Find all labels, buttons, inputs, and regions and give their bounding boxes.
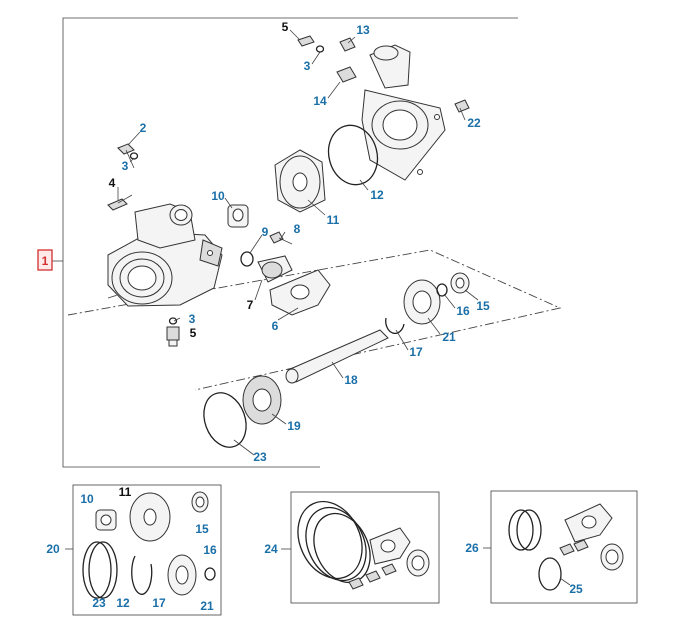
oring-23 xyxy=(203,392,247,448)
ring-16 xyxy=(436,283,448,297)
callout-23: 23 xyxy=(253,450,267,464)
flange-gasket-6 xyxy=(269,269,331,316)
callout-8: 8 xyxy=(294,222,301,236)
callout-19: 19 xyxy=(287,419,301,433)
callout-11: 11 xyxy=(327,213,340,227)
callout-7: 7 xyxy=(247,298,254,312)
pump-housing xyxy=(107,203,223,307)
seal-15 xyxy=(450,272,470,294)
snap-ring-17 xyxy=(385,317,405,335)
callout-17: 17 xyxy=(152,596,166,610)
callout-3: 3 xyxy=(122,159,129,173)
callout-13: 13 xyxy=(356,23,370,37)
centerline-lower xyxy=(67,249,562,391)
assembly-ref-1[interactable]: 1 xyxy=(37,249,53,271)
kit-26-box: 25 xyxy=(483,490,638,604)
callout-12: 12 xyxy=(116,596,130,610)
callouts-main: 2 3 4 5 3 13 14 22 12 11 10 9 8 7 6 3 5 … xyxy=(109,20,490,464)
oring-9 xyxy=(240,251,254,267)
leader-lines xyxy=(117,29,479,456)
callout-5: 5 xyxy=(190,326,197,340)
callout-25: 25 xyxy=(569,582,583,596)
callout-14: 14 xyxy=(313,94,327,108)
kit-24-box xyxy=(281,491,440,604)
callout-21: 21 xyxy=(200,599,214,613)
shaft-18 xyxy=(285,329,389,384)
bolt-8 xyxy=(269,231,293,245)
svg-text:1: 1 xyxy=(42,254,49,268)
seal-holder-7 xyxy=(257,255,293,283)
callout-10: 10 xyxy=(211,189,225,203)
callout-4: 4 xyxy=(109,176,116,190)
callout-10: 10 xyxy=(80,492,94,506)
callout-21: 21 xyxy=(442,330,456,344)
bearing-21 xyxy=(403,279,441,325)
housing-fittings xyxy=(107,143,180,347)
callout-18: 18 xyxy=(344,373,358,387)
kit-ref-20[interactable]: 20 xyxy=(46,542,60,556)
kit-20-box: 10 11 15 16 23 12 17 21 xyxy=(65,484,222,616)
kit-ref-26[interactable]: 26 xyxy=(465,541,479,555)
callout-23: 23 xyxy=(92,596,106,610)
kit-ref-24[interactable]: 24 xyxy=(264,542,278,556)
callout-15: 15 xyxy=(476,299,490,313)
main-assembly-frame xyxy=(52,17,518,468)
callout-11: 11 xyxy=(119,485,132,499)
callout-12: 12 xyxy=(370,188,384,202)
callout-3: 3 xyxy=(189,312,196,326)
impeller-11 xyxy=(274,149,326,213)
callout-6: 6 xyxy=(272,319,279,333)
callout-17: 17 xyxy=(409,345,423,359)
seal-10 xyxy=(227,204,249,228)
callout-2: 2 xyxy=(140,121,147,135)
callout-9: 9 xyxy=(262,225,269,239)
rear-housing xyxy=(297,35,470,181)
callout-22: 22 xyxy=(467,116,481,130)
callout-16: 16 xyxy=(456,304,470,318)
callout-3: 3 xyxy=(304,59,311,73)
callout-16: 16 xyxy=(203,543,217,557)
callout-5: 5 xyxy=(282,20,289,34)
gear-19 xyxy=(242,375,282,425)
gasket-12 xyxy=(327,124,379,186)
callout-15: 15 xyxy=(195,522,209,536)
